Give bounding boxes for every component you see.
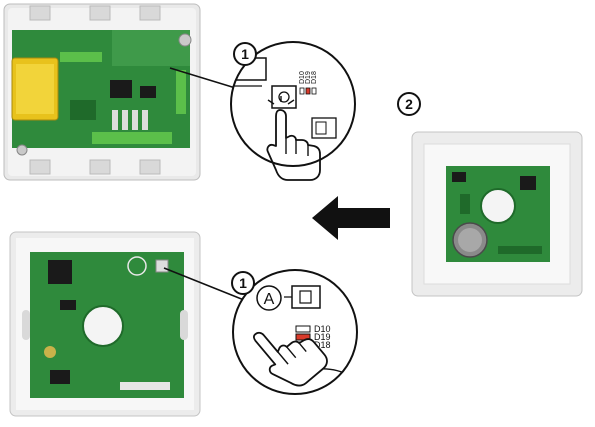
wall-sensor-photo — [411, 131, 583, 297]
zoom-detail-bottom: A D10 D19 D18 — [232, 269, 358, 395]
led-label-bottom-d19: D19 — [314, 332, 331, 342]
svg-text:1: 1 — [241, 46, 249, 62]
step-badge-right: 2 — [397, 92, 421, 116]
led-label-top-d10: D10 — [299, 71, 306, 84]
hand-pointer-icon — [253, 331, 328, 387]
left-arrow-icon — [312, 196, 390, 240]
button-a-letter: A — [264, 291, 275, 308]
hand-pointer-icon — [266, 96, 321, 181]
step-badge-bottom: 1 — [231, 271, 255, 295]
coin-battery — [452, 222, 488, 258]
reset-button-top — [271, 85, 297, 109]
leader-line-bottom — [163, 267, 245, 301]
step-badge-top: 1 — [233, 42, 257, 66]
led-label-bottom-d18: D18 — [314, 340, 331, 350]
control-unit-photo — [3, 3, 201, 181]
leader-line-top — [169, 67, 243, 91]
transformer — [11, 57, 59, 121]
svg-text:2: 2 — [405, 96, 413, 112]
led-label-bottom-d10: D10 — [314, 324, 331, 334]
sensor-board-photo — [9, 231, 201, 417]
led-label-top-d18: D18 — [311, 71, 318, 84]
svg-text:1: 1 — [239, 275, 247, 291]
led-label-top-d19: D19 — [305, 71, 312, 84]
button-a — [256, 285, 282, 311]
